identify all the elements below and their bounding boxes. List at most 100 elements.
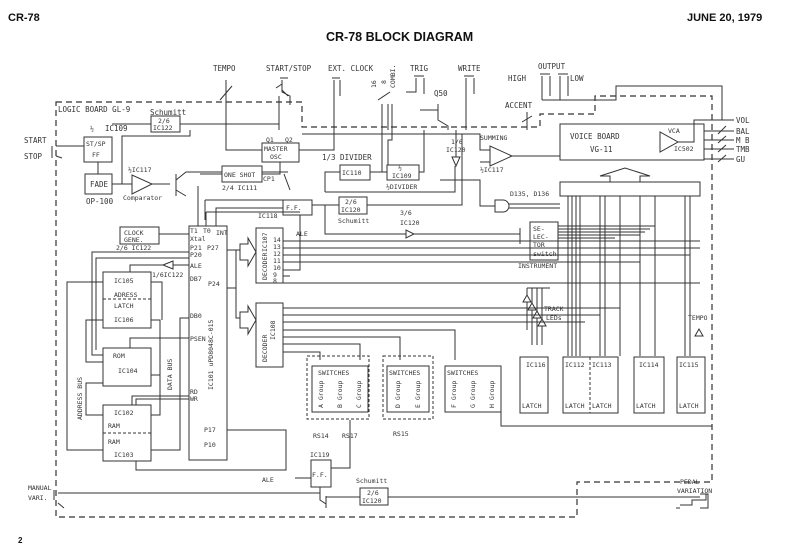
comparator-label: Comparator [123,194,162,202]
pin-rd: RD [190,388,198,396]
vca-icon [659,131,680,153]
ic120-26-frac: 2/6 [345,198,357,206]
stop-label: STOP [24,152,43,161]
summing-label: SUMMING [480,134,507,142]
cp1-label: CP1 [263,175,275,183]
ic118-label: IC118 [258,212,278,220]
switches-abc-label: SWITCHES [318,369,349,377]
rom-label: ROM [113,352,125,360]
model-header: CR-78 [8,12,40,24]
selector-label-3: TOR [533,241,545,249]
ic120-36-frac: 3/6 [400,209,412,217]
latch-ic112-sub: LATCH [565,402,585,410]
pin-wr: WR [190,395,198,403]
latch-label: LATCH [114,302,134,310]
pin-db7: DB7 [190,275,202,283]
q50-label: Q50 [434,89,448,98]
variation-label: VARIATION [677,487,712,495]
ic122-frac: 2/6 [158,117,170,125]
low-label: LOW [570,74,584,83]
ic107-pin: 9 [273,271,277,279]
pin-xtal: Xtal [190,235,206,243]
ic117-label: ½IC117 [128,166,152,174]
manual-vari-switch-icon [53,490,320,509]
pin-p27: P27 [207,244,219,252]
schmitt2-label: Schumitt [338,217,369,225]
op100-label: OP-100 [86,197,114,206]
ic502-label: IC502 [674,145,694,153]
pin-psen: PSEN [190,335,206,343]
ic120-16-frac: 1/6 [451,138,463,146]
ale2-label: ALE [262,476,274,484]
group-f-label: F Group [450,381,458,408]
master-osc-label-1: MASTER [264,145,288,153]
address-latch-block [102,271,152,329]
ic107-pins: 14 13 12 11 10 9 8 [273,236,281,285]
decoder1-label: DECODER [261,253,269,280]
pot-mb-label: M B [736,136,750,145]
switches-abc-block [311,365,369,413]
trig-label: TRIG [410,64,429,73]
pin-t0: T0 [203,227,211,235]
ic107-pin: 12 [273,250,281,258]
ic120-b-frac: 2/6 [367,489,379,497]
ic104-label: IC104 [118,367,138,375]
ic122b-label: 2/6 IC122 [116,244,151,252]
latch-ic116-label: IC116 [526,361,546,369]
ic109-frac: ½ [90,125,94,133]
ram2-label: RAM [108,438,120,446]
trig-jack-icon [406,75,425,94]
latch-ic115-label: IC115 [679,361,699,369]
date-header: JUNE 20, 1979 [687,12,763,24]
ic103-label: IC103 [114,451,134,459]
cpu-label: IC101 uPD8048C-015 [207,319,215,390]
selector-label-1: SE- [533,225,545,233]
latch-row: IC116 LATCH IC112 IC113 LATCH LATCH IC11… [519,356,706,414]
pin-p17: P17 [204,426,216,434]
accent-label: ACCENT [505,101,533,110]
pot-tmb-label: TMB [736,145,750,154]
output-label: OUTPUT [538,62,566,71]
pin-p21: P21 [190,244,202,252]
start-label: START [24,136,47,145]
switches-de-label: SWITCHES [389,369,420,377]
latch-ic114 [633,356,665,414]
pin-p24: P24 [208,280,220,288]
pin-t1: T1 [190,227,198,235]
st-sp-ff-block [83,136,113,163]
ic107-label: IC107 [261,232,269,252]
group-a-label: A Group [317,381,325,408]
rom-ic104-block [102,347,152,387]
fade-label: FADE [90,180,109,189]
ale-label: ALE [296,230,308,238]
combi-label: COMBI. [389,65,397,88]
output-pots: VOL BAL M B TMB GU [700,116,750,164]
latch-ic113-label: IC113 [592,361,612,369]
one-shot-label: ONE SHOT [224,171,255,179]
ff-ic119-block [310,459,332,488]
pedal-label: PEDAL [680,478,700,486]
tempo-led-label: TEMPO [688,314,708,322]
selector-label-4: switch [533,250,557,258]
decoder-ic108-block [255,302,284,368]
ff2-label: F.F. [312,471,328,479]
inverter-icon [451,156,461,168]
track-led-icons [522,293,547,327]
ic119-label: IC119 [310,451,330,459]
comparator-icon [131,174,154,195]
latch-ic113-sub: LATCH [592,402,612,410]
q50-transistor-icon [420,104,449,130]
ff-label: F.F. [286,204,302,212]
page-number: 2 [18,536,23,545]
clock-gen-block [119,226,160,245]
pin-ale: ALE [190,262,202,270]
group-c-label: C Group [355,381,363,408]
q1-label: Q1 [266,136,274,144]
latch-ic115-sub: LATCH [679,402,699,410]
switches-fgh-label: SWITCHES [447,369,478,377]
ic122c-label: 1/6IC122 [152,271,183,279]
pin-p20: P20 [190,251,202,259]
ic122-label: IC122 [153,124,173,132]
write-jack-icon [464,75,475,130]
ic109b-label: IC109 [392,172,412,180]
